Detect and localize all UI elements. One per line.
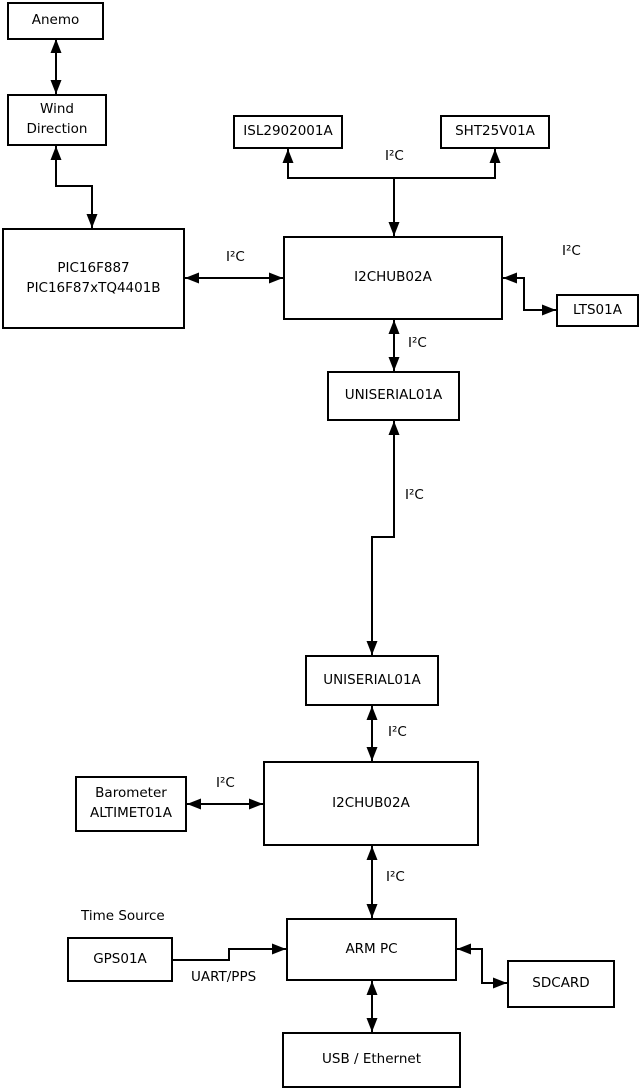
edge-armpc-sdcard	[457, 943, 507, 989]
node-anemometer-label: Anemo	[31, 12, 80, 29]
i2c-label-hub-uniserial: I²C	[408, 335, 427, 351]
edge-wind-pic	[50, 146, 98, 228]
i2c-label-hub2-armpc: I²C	[386, 869, 405, 885]
node-isl-sensor: ISL2902001A	[233, 115, 343, 149]
node-arm-pc-label: ARM PC	[345, 940, 398, 957]
node-wind-direction-label-line1: Wind	[40, 101, 74, 118]
uart-pps-label: UART/PPS	[191, 969, 257, 985]
node-wind-direction: Wind Direction	[7, 94, 107, 146]
node-i2c-hub-top: I2CHUB02A	[283, 236, 503, 320]
edge-bus-isl-sht	[282, 149, 501, 179]
i2c-label-uniserial-hub2: I²C	[388, 724, 407, 740]
i2c-label-sensor-bus: I²C	[385, 148, 404, 164]
i2c-label-barometer-hub2: I²C	[216, 775, 235, 791]
node-i2c-hub-bottom-label: I2CHUB02A	[332, 794, 410, 811]
node-usb-ethernet: USB / Ethernet	[282, 1032, 461, 1088]
node-lts-sensor: LTS01A	[556, 294, 639, 327]
node-isl-label: ISL2902001A	[243, 123, 333, 140]
i2c-label-hub-lts: I²C	[562, 243, 581, 259]
edge-gps-armpc	[173, 943, 286, 961]
node-sht-sensor: SHT25V01A	[440, 115, 550, 149]
edge-i2chub-top-lts	[503, 272, 556, 316]
i2c-label-pic-hub: I²C	[226, 249, 245, 265]
node-pic-label-line1: PIC16F887	[57, 259, 130, 276]
node-barometer: Barometer ALTIMET01A	[75, 776, 187, 832]
node-uniserial-bottom-label: UNISERIAL01A	[323, 671, 421, 688]
node-barometer-label-line2: ALTIMET01A	[90, 805, 172, 821]
node-uniserial-bottom: UNISERIAL01A	[305, 655, 439, 706]
node-lts-label: LTS01A	[573, 301, 622, 318]
node-arm-pc: ARM PC	[286, 918, 457, 981]
time-source-label: Time Source	[81, 908, 165, 924]
i2c-label-uniserial-link: I²C	[405, 487, 424, 503]
node-pic-label-line2: PIC16F87xTQ4401B	[26, 279, 161, 296]
node-wind-direction-label-line2: Direction	[26, 121, 88, 137]
node-i2c-hub-top-label: I2CHUB02A	[354, 269, 432, 286]
edge-uniserial-top-uniserial-bottom	[366, 421, 400, 655]
node-barometer-label-line1: Barometer	[95, 785, 167, 802]
node-gps: GPS01A	[67, 937, 173, 982]
node-sdcard: SDCARD	[507, 960, 615, 1008]
node-uniserial-top: UNISERIAL01A	[327, 371, 460, 421]
node-gps-label: GPS01A	[93, 950, 147, 967]
node-anemometer: Anemo	[7, 2, 104, 40]
node-usb-ethernet-label: USB / Ethernet	[322, 1051, 421, 1068]
node-sht-label: SHT25V01A	[455, 123, 535, 140]
node-uniserial-top-label: UNISERIAL01A	[344, 387, 443, 404]
node-i2c-hub-bottom: I2CHUB02A	[263, 761, 479, 846]
node-pic-microcontroller: PIC16F887 PIC16F87xTQ4401B	[2, 228, 185, 329]
node-sdcard-label: SDCARD	[532, 975, 590, 992]
